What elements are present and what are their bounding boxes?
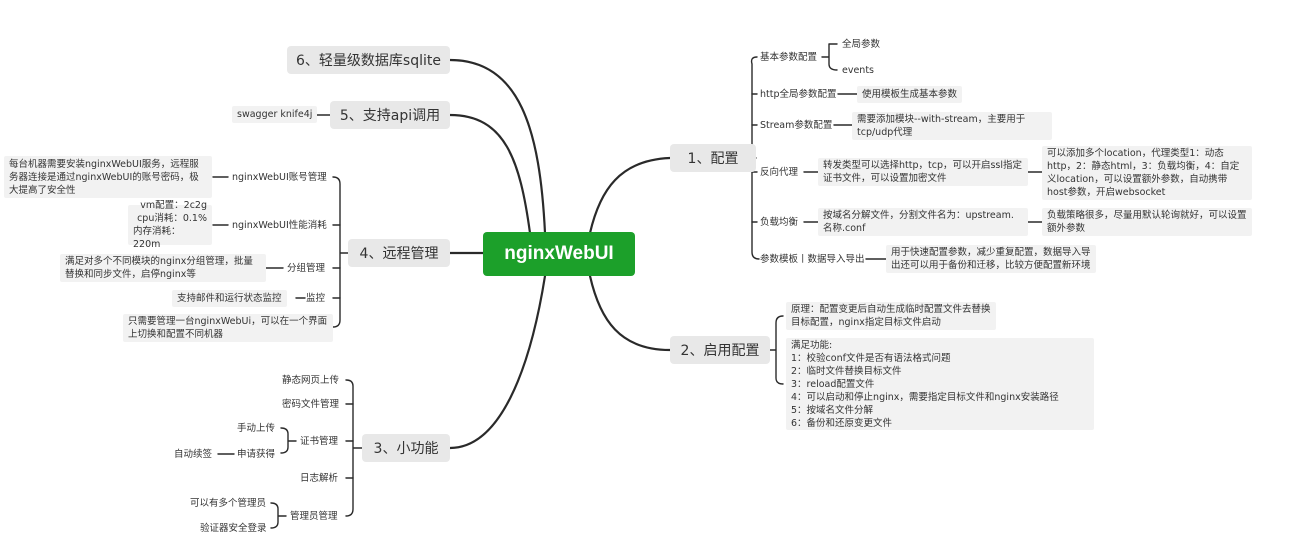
tools-cert-apply[interactable]: 申请获得 (237, 449, 276, 460)
perf-line: cpu消耗：0.1% (137, 213, 207, 224)
config-proxy-note: 转发类型可以选择http，tcp，可以开启ssl指定证书文件，可以设置加密文件 (818, 158, 1028, 186)
config-lb-detail: 负载策略很多，尽量用默认轮询就好，可以设置额外参数 (1042, 208, 1252, 236)
remote-monitor-note: 支持邮件和运行状态监控 (172, 290, 287, 307)
tools-admin-multi[interactable]: 可以有多个管理员 (190, 498, 267, 509)
config-lb[interactable]: 负载均衡 (760, 217, 799, 228)
apply-features: 满足功能: 1：校验conf文件是否有语法格式问题 2：临时文件替换目标文件 3… (786, 338, 1094, 430)
apply-feature-line: 2：临时文件替换目标文件 (791, 365, 902, 377)
perf-line: vm配置：2c2g (140, 200, 207, 211)
remote-group-note: 满足对多个不同模块的nginx分组管理，批量替换和同步文件，启停nginx等 (60, 254, 266, 282)
tools-static[interactable]: 静态网页上传 (282, 375, 340, 386)
branch-remote[interactable]: 4、远程管理 (348, 239, 450, 267)
apply-feature-line: 满足功能: (791, 339, 833, 351)
config-basic[interactable]: 基本参数配置 (760, 52, 818, 63)
apply-feature-line: 5：按域名文件分解 (791, 404, 874, 416)
link-apply (588, 274, 672, 352)
tools-cert-manual[interactable]: 手动上传 (237, 423, 276, 434)
link-sqlite (448, 58, 547, 235)
link-config (588, 156, 672, 235)
branch-tools[interactable]: 3、小功能 (362, 434, 450, 462)
apply-feature-line: 6：备份和还原变更文件 (791, 417, 893, 429)
config-stream-note: 需要添加模块--with-stream，主要用于tcp/udp代理 (852, 112, 1052, 140)
remote-monitor[interactable]: 监控 (306, 293, 326, 304)
config-basic-global[interactable]: 全局参数 (842, 39, 881, 50)
config-template-note: 用于快速配置参数，减少重复配置，数据导入导出还可以用于备份和迁移，比较方便配置新… (886, 245, 1096, 273)
tools-password[interactable]: 密码文件管理 (282, 399, 340, 410)
tools-cert[interactable]: 证书管理 (300, 436, 339, 447)
root-node[interactable]: nginxWebUI (483, 232, 635, 276)
branch-apply[interactable]: 2、启用配置 (670, 336, 770, 364)
remote-account-note: 每台机器需要安装nginxWebUI服务，远程服务器连接是通过nginxWebU… (4, 156, 212, 198)
remote-account[interactable]: nginxWebUI账号管理 (232, 172, 327, 183)
link-api (448, 113, 532, 235)
config-basic-events[interactable]: events (842, 65, 875, 76)
tools-admin-auth[interactable]: 验证器安全登录 (200, 523, 267, 534)
apply-feature-line: 1：校验conf文件是否有语法格式问题 (791, 352, 951, 364)
apply-feature-line: 4：可以启动和停止nginx，需要指定目标文件和nginx安装路径 (791, 391, 1059, 403)
config-proxy-detail: 可以添加多个location，代理类型1：动态http，2：静态html，3：负… (1042, 146, 1252, 200)
api-note: swagger knife4j (232, 106, 318, 123)
tools-cert-renew[interactable]: 自动续签 (174, 449, 213, 460)
branch-api[interactable]: 5、支持api调用 (330, 101, 450, 129)
config-http-note: 使用模板生成基本参数 (857, 86, 963, 103)
remote-perf[interactable]: nginxWebUI性能消耗 (232, 220, 327, 231)
config-http[interactable]: http全局参数配置 (760, 89, 837, 100)
remote-group[interactable]: 分组管理 (287, 263, 326, 274)
config-proxy[interactable]: 反向代理 (760, 167, 799, 178)
tools-log[interactable]: 日志解析 (300, 473, 339, 484)
config-stream[interactable]: Stream参数配置 (760, 120, 833, 131)
tools-admin[interactable]: 管理员管理 (290, 511, 338, 522)
branch-config[interactable]: 1、配置 (670, 144, 756, 172)
branch-sqlite[interactable]: 6、轻量级数据库sqlite (287, 46, 450, 74)
link-tools (448, 274, 547, 450)
apply-principle: 原理：配置变更后自动生成临时配置文件去替换目标配置，nginx指定目标文件启动 (786, 302, 996, 330)
config-template[interactable]: 参数模板丨数据导入导出 (760, 254, 865, 265)
perf-line: 内存消耗：220m (133, 226, 181, 250)
apply-feature-line: 3：reload配置文件 (791, 378, 875, 390)
config-lb-note: 按域名分解文件，分割文件名为：upstream.名称.conf (818, 208, 1028, 236)
remote-single: 只需要管理一台nginxWebUi，可以在一个界面上切换和配置不同机器 (123, 314, 333, 342)
remote-perf-note: vm配置：2c2g cpu消耗：0.1% 内存消耗：220m (128, 200, 212, 250)
